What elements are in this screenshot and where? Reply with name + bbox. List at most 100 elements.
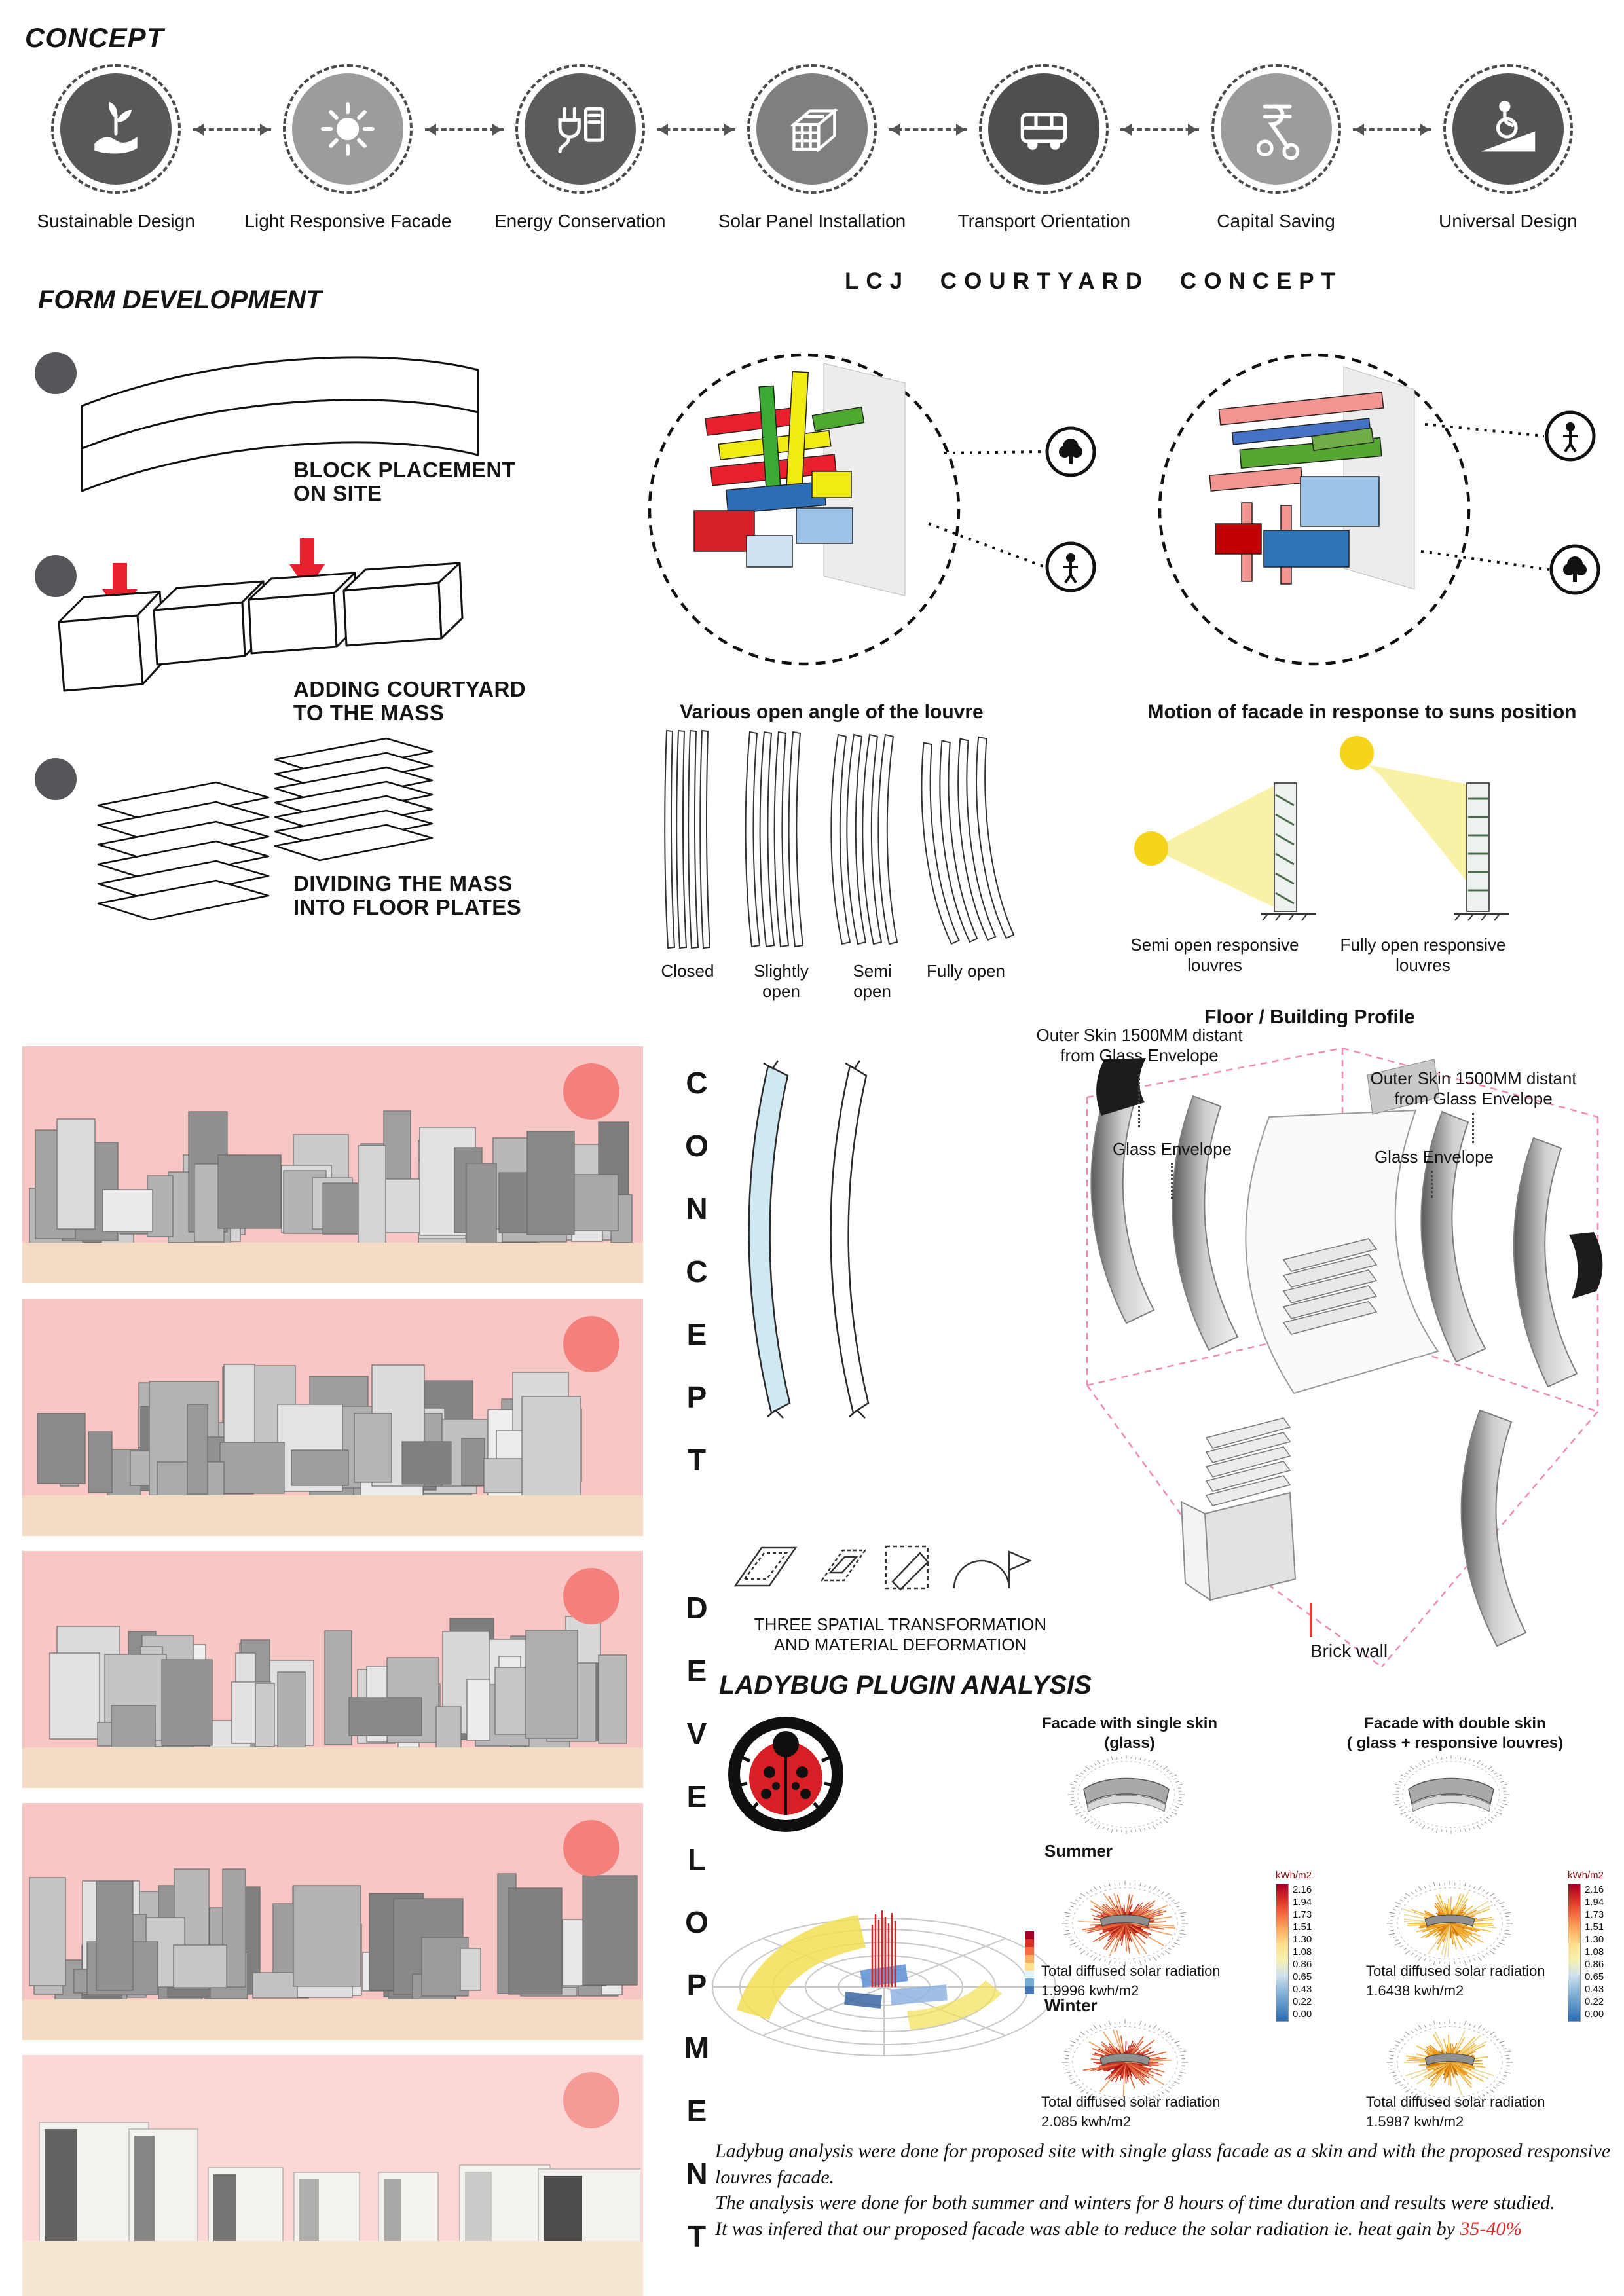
- concept-label: Transport Orientation: [957, 211, 1131, 231]
- dashed-arrow-connector: [889, 124, 967, 136]
- summer-label: Summer: [1044, 1841, 1113, 1861]
- notes-line: Ladybug analysis were done for proposed …: [715, 2140, 1611, 2188]
- louvre-state-label: Fully open: [927, 961, 1005, 981]
- facade-motion-diagram: [1134, 736, 1509, 921]
- dashed-arrow-connector: [425, 124, 504, 136]
- leader-line: [1171, 1163, 1173, 1199]
- courtyard-concept-diagram: [648, 353, 1600, 666]
- ladybug-icon: [728, 1717, 843, 1832]
- brick-leader-line: [1310, 1603, 1312, 1637]
- vertical-word-development: D E V E L O P M E N T: [684, 1591, 710, 2253]
- profile-title: Floor / Building Profile: [1204, 1006, 1415, 1028]
- legend-gradient-bar: [1568, 1884, 1581, 2022]
- sun-dot: [563, 1820, 619, 1876]
- winter-radiation-rose-double: [1386, 2019, 1513, 2105]
- hand-plant-icon: [60, 73, 172, 185]
- sun-glyph: [1134, 831, 1168, 866]
- concept-item-energy: Energy Conservation: [464, 64, 696, 232]
- sun-dot: [563, 1063, 619, 1120]
- motion-caption: Fully open responsive louvres: [1340, 935, 1506, 975]
- dashed-arrow-connector: [657, 124, 735, 136]
- concept-label: Light Responsive Facade: [244, 211, 452, 231]
- concept-item-solar: Solar Panel Installation: [696, 64, 928, 232]
- outer-skin-label-right: Outer Skin 1500MM distant from Glass Env…: [1370, 1068, 1577, 1109]
- dashed-arrow-connector: [193, 124, 271, 136]
- ground-band: [22, 1747, 643, 1788]
- louvre-angles-title: Various open angle of the louvre: [680, 701, 984, 723]
- form-development-heading: FORM DEVELOPMENT: [38, 285, 322, 314]
- massing-study-panel-2: [22, 1299, 643, 1536]
- courtyard-heading: LCJ COURTYARD CONCEPT: [844, 268, 1343, 294]
- massing-study-panel-5: [22, 2055, 643, 2296]
- concept-label: Universal Design: [1439, 211, 1578, 231]
- concept-item-transport: Transport Orientation: [928, 64, 1160, 232]
- leader-line: [1431, 1171, 1433, 1198]
- glass-envelope-label-left: Glass Envelope: [1112, 1139, 1232, 1159]
- form-development-diagram: [35, 352, 479, 921]
- massing-render: [29, 1868, 638, 2002]
- sun-dot: [563, 1568, 619, 1624]
- massing-render: [39, 2122, 640, 2258]
- highlight-percentage: 35-40%: [1460, 2217, 1522, 2240]
- dashed-arrow-connector: [1120, 124, 1199, 136]
- louvre-state-label: Slightly open: [754, 961, 809, 1002]
- rupee-icon: [1220, 73, 1332, 185]
- sunpath-diagram: [712, 1910, 1056, 2056]
- summer-radiation-rose-double: [1386, 1880, 1513, 1967]
- leader-line: [1138, 1074, 1140, 1127]
- person-icon: [1045, 541, 1096, 592]
- vertical-word-concept: C O N C E P T: [685, 1066, 709, 1477]
- facade-model-rose-single: [1068, 1755, 1185, 1834]
- massing-render: [37, 1364, 582, 1498]
- concept-item-capital: Capital Saving: [1160, 64, 1392, 232]
- concept-item-sustainable: Sustainable Design: [0, 64, 232, 232]
- concept-icon-row: Sustainable Design Light Responsive Faca…: [0, 64, 1624, 232]
- outer-skin-label-left: Outer Skin 1500MM distant from Glass Env…: [1036, 1025, 1243, 1066]
- sun-dot: [563, 2072, 619, 2128]
- dashed-arrow-connector: [1353, 124, 1431, 136]
- notes-line: The analysis were done for both summer a…: [715, 2192, 1555, 2214]
- facade-model-rose-double: [1393, 1755, 1509, 1834]
- sun-glyph: [1340, 736, 1374, 770]
- motion-caption: Semi open responsive louvres: [1130, 935, 1299, 975]
- louvre-state-label: Semi open: [853, 961, 892, 1002]
- louvre-profile-shapes: [748, 1060, 870, 1419]
- concept-item-universal: Universal Design: [1392, 64, 1624, 232]
- winter-label: Winter: [1044, 1995, 1098, 2015]
- spatial-transformation-glyphs: [733, 1545, 1033, 1591]
- concept-label: Sustainable Design: [37, 211, 195, 231]
- analysis-notes: Ladybug analysis were done for proposed …: [715, 2138, 1622, 2242]
- massing-study-panel-1: [22, 1046, 643, 1283]
- notes-line: It was infered that our proposed facade …: [715, 2217, 1522, 2240]
- sun-dot: [563, 1316, 619, 1372]
- person-icon: [1545, 410, 1596, 462]
- massing-render: [29, 1110, 633, 1245]
- ground-band: [22, 1495, 643, 1536]
- solar-panel-icon: [756, 73, 868, 185]
- concept-label: Solar Panel Installation: [718, 211, 906, 231]
- facade-motion-title: Motion of facade in response to suns pos…: [1147, 701, 1577, 723]
- building-profile-diagram: [1086, 1047, 1603, 1668]
- ground-band: [22, 1243, 643, 1283]
- ground-band: [22, 1999, 643, 2040]
- massing-render: [49, 1616, 627, 1749]
- plug-icon: [524, 73, 636, 185]
- ground-band: [22, 2241, 643, 2296]
- legend-gradient-bar: [1276, 1884, 1289, 2022]
- winter-radiation-rose-single: [1061, 2019, 1189, 2105]
- leader-line: [1472, 1113, 1474, 1143]
- bus-icon: [988, 73, 1100, 185]
- louvre-state-label: Closed: [661, 961, 714, 981]
- louvre-angle-diagrams: [664, 729, 1015, 949]
